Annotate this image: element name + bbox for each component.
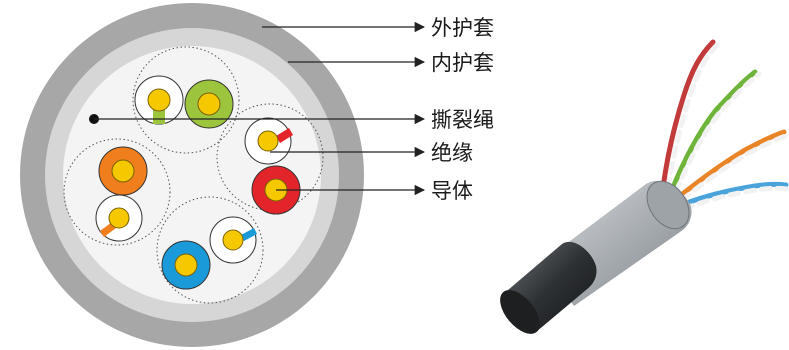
strand-orange-white — [679, 133, 789, 203]
label-insulation: 绝缘 — [431, 141, 473, 165]
label-outer-sheath: 外护套 — [431, 16, 494, 40]
labels: 外护套 内护套 撕裂绳 绝缘 导体 — [431, 16, 494, 203]
cable-boot-end — [500, 290, 540, 334]
twisted-pair-cable-photo-icon — [500, 39, 789, 334]
pair-group-green — [132, 46, 240, 154]
wire-blue — [161, 240, 211, 290]
strand-green — [669, 69, 758, 193]
wire-orange-white — [95, 194, 143, 242]
strand-red-white — [665, 41, 721, 191]
strand-green-white — [673, 71, 762, 195]
strand-blue — [681, 181, 789, 207]
pair-group-red — [216, 103, 324, 211]
cable-jacket-end — [646, 180, 690, 230]
wire-green — [184, 79, 234, 129]
cable-cross-section — [20, 3, 364, 347]
wire-blue-white — [209, 216, 257, 264]
strand-red — [660, 39, 716, 191]
strand-blue-white — [681, 185, 789, 212]
label-conductor: 导体 — [431, 179, 473, 203]
pair-group-orange — [63, 138, 171, 246]
strand-orange — [677, 129, 787, 199]
pair-group-blue — [156, 196, 264, 304]
wire-green-white — [134, 75, 184, 125]
label-ripcord: 撕裂绳 — [431, 108, 494, 132]
leader-lines — [94, 21, 426, 196]
label-inner-sheath: 内护套 — [431, 51, 494, 75]
wire-orange — [98, 146, 148, 196]
